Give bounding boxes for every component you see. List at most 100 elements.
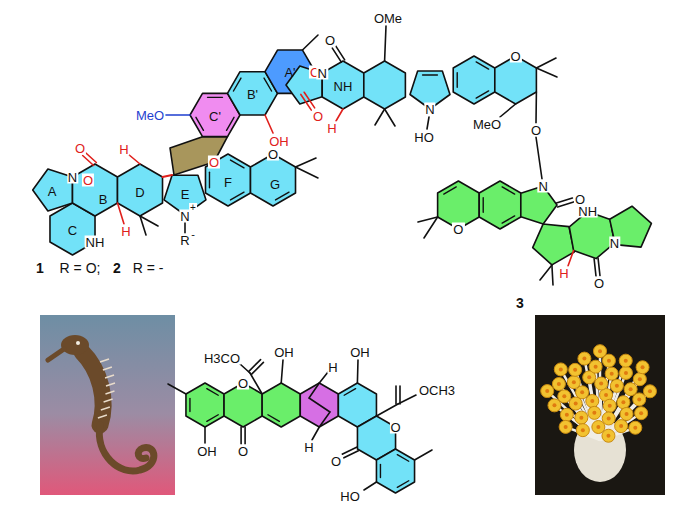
atom-label: N — [537, 180, 548, 193]
atom-label: O — [208, 156, 220, 169]
atom-label: O — [267, 148, 279, 161]
flower-centre — [599, 382, 603, 386]
seahorse-body — [82, 352, 103, 425]
ring-label: B — [98, 193, 109, 206]
ring-shape — [224, 383, 262, 427]
bond-line — [377, 404, 399, 416]
bond-line — [483, 198, 484, 212]
flower-blossom — [595, 377, 608, 390]
atom-label: O — [530, 124, 542, 137]
bond-line — [233, 78, 241, 91]
bond-line — [244, 427, 246, 444]
flower-blossom — [548, 399, 561, 412]
atom-label: O — [330, 455, 342, 468]
bond-line — [276, 192, 290, 200]
flower-centre — [579, 416, 583, 420]
seahorse-head — [61, 335, 89, 355]
bond-line — [568, 251, 574, 267]
ring-shape — [117, 164, 162, 216]
ring-shape — [569, 211, 614, 258]
bond-line — [281, 360, 283, 383]
flower-blossom — [567, 376, 580, 389]
atom-label: OH — [196, 445, 218, 458]
bond-line — [118, 203, 125, 224]
seahorse-eye — [76, 341, 80, 345]
atom-label: N — [424, 103, 435, 116]
flower-centre — [596, 425, 600, 429]
bond-line — [536, 137, 542, 179]
ring-label: B' — [246, 88, 259, 101]
bond-line — [319, 372, 328, 383]
atom-label: N — [316, 67, 327, 80]
bond-line — [296, 167, 319, 178]
bond-line — [251, 362, 263, 374]
flower-centre — [572, 380, 576, 384]
seahorse-snout — [48, 349, 64, 360]
bond-line — [231, 160, 245, 168]
ring-shape — [250, 154, 295, 206]
bond-line — [207, 415, 218, 422]
bond-line — [140, 216, 158, 226]
atom-label: O — [574, 193, 586, 206]
atom-label: O — [237, 445, 249, 458]
atom-label: OH — [273, 346, 295, 359]
atom-label: H — [558, 267, 569, 280]
seahorse-photo — [40, 315, 175, 495]
bond-line — [207, 389, 218, 396]
bond-line — [189, 398, 190, 411]
flower-centre — [625, 412, 629, 416]
atom-label: O — [389, 421, 401, 434]
flower-centre — [637, 397, 641, 401]
seahorse-spine — [101, 407, 110, 410]
flower-blossom — [569, 397, 582, 410]
ring-shape — [186, 383, 224, 427]
flower-centre — [621, 400, 625, 404]
atom-label: N — [609, 237, 620, 250]
ring-label: D — [134, 186, 145, 199]
flower-centre — [639, 411, 643, 415]
atom-label: OH — [349, 346, 371, 359]
atom-label: H3CO — [203, 352, 241, 365]
flower-centre — [615, 384, 619, 388]
bond-line — [268, 415, 279, 422]
bond-line — [594, 259, 596, 276]
bond-line — [415, 450, 432, 460]
flower-centre — [592, 411, 596, 415]
flower-blossom — [643, 385, 656, 398]
bond-line — [380, 464, 381, 477]
bond-line — [444, 187, 456, 194]
bond-line — [128, 154, 140, 164]
bond-line — [535, 92, 537, 123]
flower-blossom — [619, 354, 632, 367]
bond-group — [83, 26, 600, 490]
ring-label: E — [180, 188, 191, 201]
flower-blossom — [578, 352, 591, 365]
seahorse-tail — [99, 425, 154, 471]
atom-label: HO — [339, 490, 361, 503]
flower-blossom — [575, 411, 588, 424]
bond-line — [385, 109, 395, 126]
compound-number: 2 — [112, 261, 122, 275]
atom-label: MeO — [135, 109, 165, 122]
atom-label: OMe — [373, 12, 403, 25]
bond-line — [83, 155, 94, 165]
bond-line — [476, 62, 488, 69]
flower-blossom — [633, 373, 646, 386]
bond-line — [598, 258, 600, 275]
atom-label: O — [74, 142, 86, 155]
ring-label: C' — [208, 110, 222, 123]
flower-centre — [624, 371, 628, 375]
bond-line — [336, 109, 343, 121]
ring-shape — [322, 61, 364, 109]
photo-group — [40, 315, 665, 495]
flower-centre — [606, 434, 610, 438]
flower-centre — [545, 389, 549, 393]
flower-centre — [610, 372, 614, 376]
seahorse-spine — [103, 367, 112, 370]
ring-label: A — [47, 185, 58, 198]
ring-label: G — [269, 178, 281, 191]
flower-centre — [594, 365, 598, 369]
flower-centre — [552, 403, 556, 407]
bond-line — [240, 427, 242, 444]
